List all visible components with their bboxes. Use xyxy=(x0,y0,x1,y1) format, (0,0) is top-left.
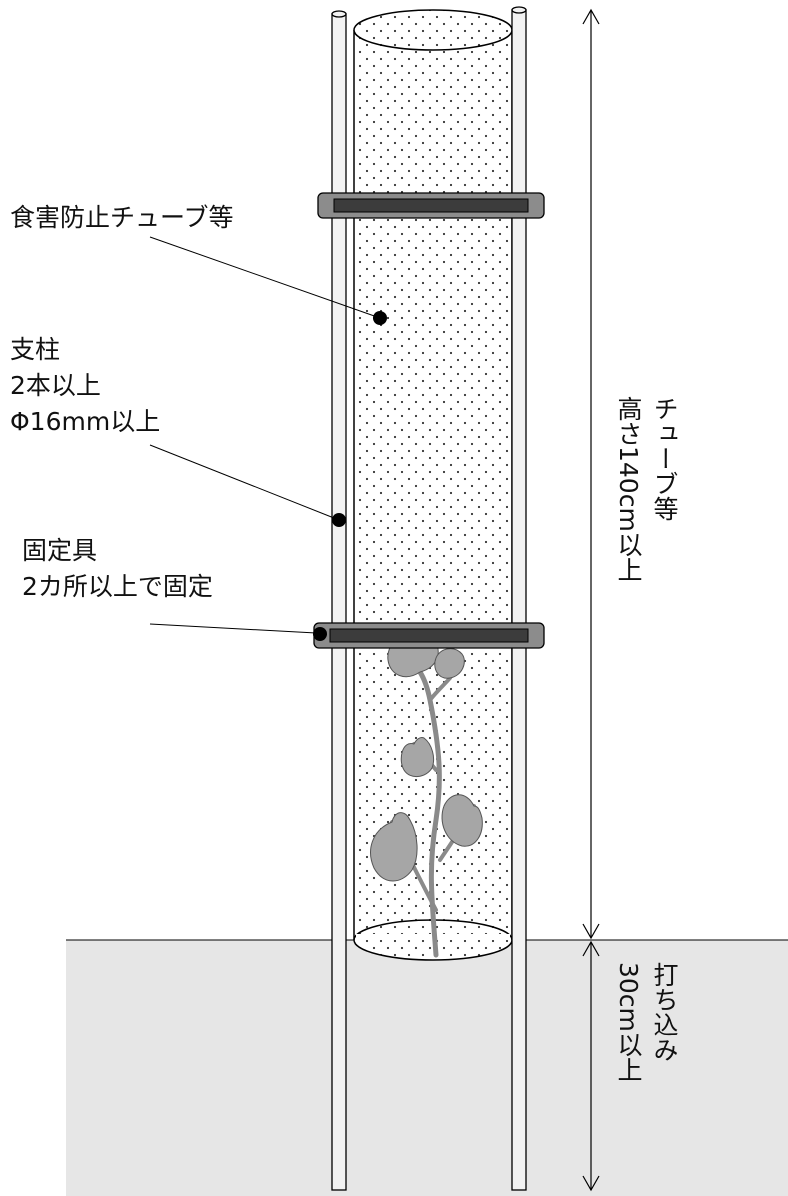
seedling-icon xyxy=(370,633,483,958)
tube-label-text: 食害防止チューブ等 xyxy=(10,203,234,232)
leader-tube xyxy=(149,236,387,325)
support-post-left xyxy=(331,10,347,1191)
dimension-tube-height xyxy=(582,8,600,940)
tube-height-line-2: 高さ140cm以上 xyxy=(614,396,643,582)
fixture-label-line-2: 2カ所以上で固定 xyxy=(22,572,213,601)
post-label-line-3: Φ16mm以上 xyxy=(10,407,161,436)
drive-depth-line-2: 30cm以上 xyxy=(614,962,643,1082)
tube-height-label: チューブ等 高さ140cm以上 xyxy=(610,396,682,582)
protection-tube xyxy=(353,9,513,961)
drive-depth-line-1: 打ち込み xyxy=(650,962,679,1062)
leader-fixture xyxy=(149,623,327,641)
ground-area xyxy=(66,940,788,1196)
post-label-line-1: 支柱 xyxy=(10,335,61,364)
drive-depth-label: 打ち込み 30cm以上 xyxy=(610,962,682,1082)
tube-height-line-1: チューブ等 xyxy=(650,396,679,521)
tube-label: 食害防止チューブ等 xyxy=(10,200,234,236)
fixing-band-lower xyxy=(313,622,545,649)
post-label-line-2: 2本以上 xyxy=(10,371,101,400)
fixture-label-line-1: 固定具 xyxy=(22,536,98,565)
fixing-band-upper xyxy=(317,192,545,219)
support-post-right xyxy=(511,6,527,1191)
fixture-label: 固定具 2カ所以上で固定 xyxy=(22,533,213,605)
post-label: 支柱 2本以上 Φ16mm以上 xyxy=(10,332,160,440)
leader-post xyxy=(149,444,346,527)
dimension-drive-depth xyxy=(582,940,600,1192)
